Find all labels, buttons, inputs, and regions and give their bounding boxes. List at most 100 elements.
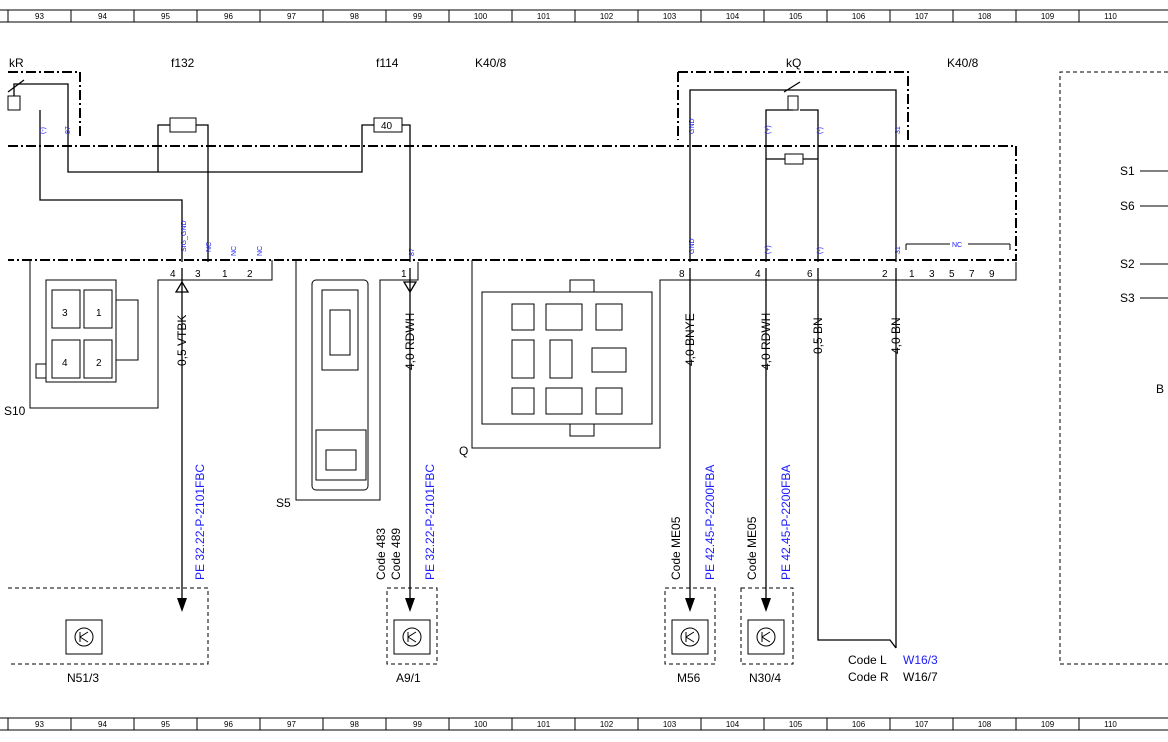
svg-text:7: 7 [969, 269, 975, 280]
component-n30-4[interactable] [740, 587, 794, 665]
grid-column-label: 95 [161, 12, 170, 21]
code-me05-a: Code ME05 [669, 516, 683, 580]
pin-nc-2: NC [231, 246, 238, 256]
relay-kq-box [677, 71, 909, 140]
grid-column-label: 103 [663, 12, 677, 21]
resistor-kq [766, 153, 818, 165]
wire-label-2: 4,0 RDWH [403, 313, 417, 370]
wire-rdwh-1 [402, 268, 418, 612]
grid-column-label: 104 [726, 720, 740, 729]
pin-kq-31: 31 [895, 126, 902, 134]
grid-column-label: 104 [726, 12, 740, 21]
pin-kr-minus: (-) [40, 127, 47, 134]
grid-column-label: 99 [413, 720, 422, 729]
svg-text:4: 4 [755, 269, 761, 280]
wire-label-5: 0,5 BN [811, 317, 825, 354]
reference-link-3[interactable]: PE 42.45-P-2200FBA [703, 465, 717, 580]
relay-kq-symbol [689, 81, 897, 140]
code-l-link[interactable]: W16/3 [903, 653, 938, 667]
svg-text:5: 5 [949, 269, 955, 280]
svg-text:3: 3 [929, 269, 935, 280]
pin-plus-2: (+) [765, 245, 772, 254]
svg-text:3: 3 [62, 308, 68, 319]
right-panel-switches: S1 S6 S2 S3 B [1120, 164, 1168, 396]
component-a9-1-label: A9/1 [396, 671, 421, 685]
grid-column-label: 96 [224, 720, 233, 729]
pin-kq-minus: (-) [817, 127, 824, 134]
wire-bn-thin [817, 268, 897, 649]
grid-column-label: 100 [474, 12, 488, 21]
grid-column-label: 107 [915, 12, 929, 21]
pin-minus-2: (-) [817, 247, 824, 254]
svg-text:S1: S1 [1120, 164, 1135, 178]
component-a9-1[interactable] [386, 587, 438, 665]
grid-column-label: 109 [1041, 720, 1055, 729]
connector-s5 [295, 260, 419, 501]
svg-text:6: 6 [807, 269, 813, 280]
reference-link-2[interactable]: PE 32.22-P-2101FBC [423, 464, 437, 580]
code-489: Code 489 [389, 528, 403, 580]
pin-kr-87: 87 [65, 126, 72, 134]
component-m56[interactable] [664, 587, 716, 665]
grid-column-label: 98 [350, 720, 359, 729]
module-k40-right-label: K40/8 [947, 56, 979, 70]
component-n51-3-label: N51/3 [67, 671, 99, 685]
pin-kq-gnd: GND [689, 118, 696, 134]
grid-column-label: 99 [413, 12, 422, 21]
wire-vtbk [174, 268, 190, 612]
code-me05-b: Code ME05 [745, 516, 759, 580]
grid-column-label: 95 [161, 720, 170, 729]
grid-column-label: 107 [915, 720, 929, 729]
relay-kr-label: kR [9, 56, 24, 70]
svg-text:2: 2 [882, 269, 888, 280]
wire-label-1: 0,5 VTBK [175, 315, 189, 366]
pin-sig-gnd: SIG_GND [181, 220, 188, 252]
grid-column-label: 103 [663, 720, 677, 729]
fuse-f132-label: f132 [171, 56, 195, 70]
code-l-label: Code L [848, 653, 887, 667]
wire-kr-minus-to-sig-gnd [39, 140, 183, 262]
svg-text:B: B [1156, 382, 1164, 396]
grid-column-label: 108 [978, 12, 992, 21]
svg-text:1: 1 [909, 269, 915, 280]
reference-link-1[interactable]: PE 32.22-P-2101FBC [193, 464, 207, 580]
grid-column-label: 93 [35, 720, 44, 729]
component-m56-label: M56 [677, 671, 701, 685]
connector-mid-number: 1 [401, 269, 407, 280]
grid-column-label: 94 [98, 12, 107, 21]
wire-bnye [685, 268, 695, 612]
svg-text:S3: S3 [1120, 291, 1135, 305]
fuse-f132 [157, 117, 209, 142]
connector-q-label: Q [459, 444, 468, 458]
reference-link-4[interactable]: PE 42.45-P-2200FBA [779, 465, 793, 580]
component-n51-3[interactable] [8, 587, 209, 665]
connector-s5-label: S5 [276, 496, 291, 510]
code-483: Code 483 [374, 528, 388, 580]
svg-text:9: 9 [989, 269, 995, 280]
grid-column-label: 101 [537, 12, 551, 21]
grid-column-label: 97 [287, 12, 296, 21]
wire-rdwh-2 [761, 268, 771, 612]
fuse-value: 40 [381, 121, 393, 132]
relay-kr-symbol [7, 79, 69, 140]
connector-q [471, 260, 1017, 449]
grid-column-label: 105 [789, 12, 803, 21]
connector-s10-label: S10 [4, 404, 26, 418]
grid-column-label: 101 [537, 720, 551, 729]
module-k40-left-label: K40/8 [475, 56, 507, 70]
pin-gnd-2: GND [689, 238, 696, 254]
module-k40-box [8, 145, 1017, 261]
grid-column-label: 110 [1104, 720, 1117, 729]
grid-column-label: 109 [1041, 12, 1055, 21]
grid-column-label: 94 [98, 720, 107, 729]
svg-text:4: 4 [170, 269, 176, 280]
pin-nc-3: NC [257, 246, 264, 256]
svg-text:1: 1 [96, 308, 102, 319]
pin-kq-plus: (+) [765, 125, 772, 134]
right-panel-box [1059, 71, 1168, 665]
svg-text:4: 4 [62, 358, 68, 369]
grid-column-label: 93 [35, 12, 44, 21]
grid-column-label: 100 [474, 720, 488, 729]
